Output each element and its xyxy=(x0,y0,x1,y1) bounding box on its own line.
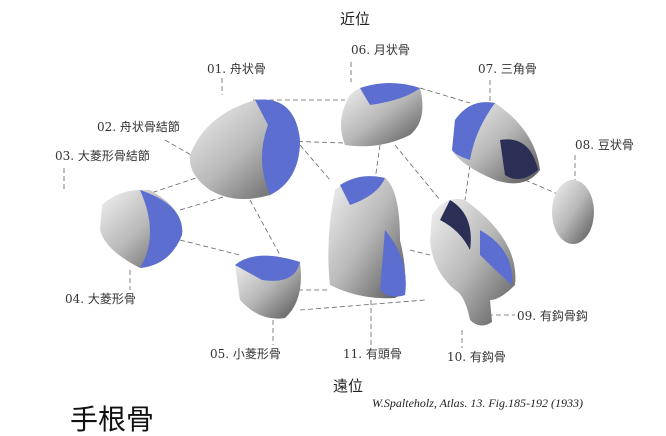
bone-06-lunate xyxy=(341,83,423,147)
bone-05-trapezoid xyxy=(235,255,301,319)
label-triquetrum: 07. 三角骨 xyxy=(478,62,537,76)
figure-title: 手根骨 xyxy=(70,403,155,436)
label-scaphoid-tubercle: 02. 舟状骨結節 xyxy=(97,120,180,134)
label-hamate: 10. 有鈎骨 xyxy=(447,350,506,364)
bone-10-hamate xyxy=(430,199,516,326)
proximal-label: 近位 xyxy=(340,10,371,28)
source-credit: W.Spalteholz, Atlas. 13. Fig.185-192 (19… xyxy=(372,396,583,410)
label-lunate: 06. 月状骨 xyxy=(351,43,410,57)
label-hook-of-hamate: 09. 有鈎骨鈎 xyxy=(517,309,588,323)
connector-lines xyxy=(63,62,576,348)
label-scaphoid: 01. 舟状骨 xyxy=(207,62,266,76)
bone-01-scaphoid xyxy=(189,99,300,199)
bone-08-pisiform xyxy=(552,180,594,244)
label-trapezoid: 05. 小菱形骨 xyxy=(210,347,281,361)
bone-04-trapezium xyxy=(100,189,183,268)
bone-07-triquetrum xyxy=(452,102,540,184)
label-capitate: 11. 有頭骨 xyxy=(343,347,402,361)
label-trapezium: 04. 大菱形骨 xyxy=(65,292,136,306)
label-pisiform: 08. 豆状骨 xyxy=(575,138,634,152)
label-trapezium-tubercle: 03. 大菱形骨結節 xyxy=(55,149,150,163)
bone-11-capitate xyxy=(328,176,406,299)
distal-label: 遠位 xyxy=(333,377,364,395)
